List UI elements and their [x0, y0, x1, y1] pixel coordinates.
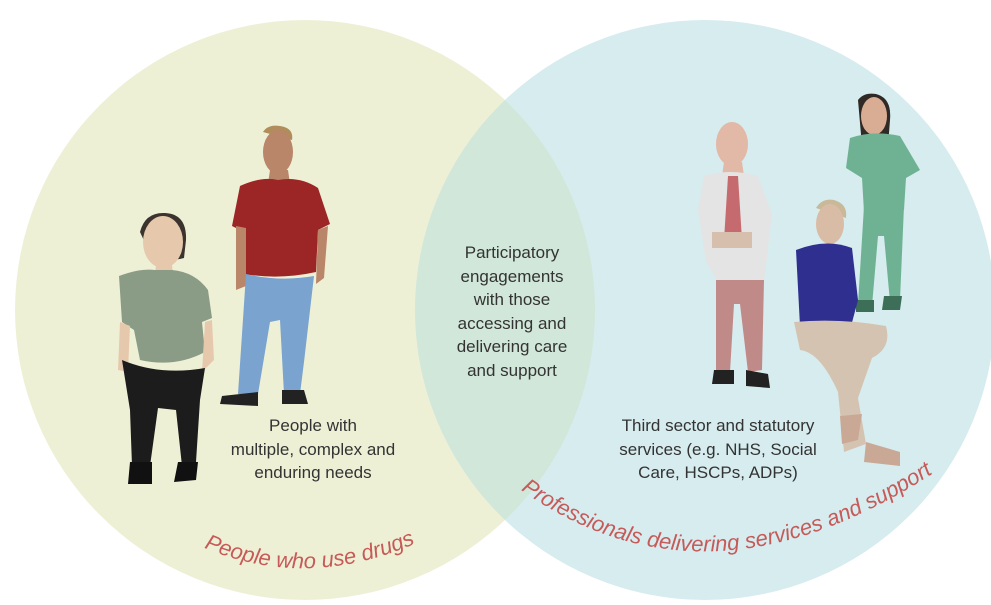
overlap-description: Participatory engagements with those acc… [432, 241, 592, 382]
right-description-line: Third sector and statutory [621, 416, 815, 435]
seated-woman-figure [118, 212, 214, 484]
doctor-figure [698, 122, 772, 388]
overlap-line: engagements [460, 266, 564, 286]
left-description-line: enduring needs [254, 463, 372, 482]
right-description-line: services (e.g. NHS, Social [619, 439, 817, 459]
left-description-line: multiple, complex and [230, 439, 396, 459]
overlap-line: and support [467, 360, 557, 380]
overlap-line: with those [473, 290, 551, 309]
seated-man-blue-figure [794, 199, 900, 466]
overlap-line: Participatory [464, 243, 560, 262]
left-description-line: People with [269, 416, 357, 435]
nurse-scrubs-figure [846, 93, 920, 312]
left-set-description: People with multiple, complex and enduri… [198, 414, 428, 485]
standing-man-red-shirt-figure [220, 125, 330, 406]
right-set-description: Third sector and statutory services (e.g… [598, 414, 838, 485]
overlap-line: delivering care [456, 337, 568, 356]
right-description-line: Care, HSCPs, ADPs) [638, 463, 798, 482]
overlap-line: accessing and [457, 313, 567, 333]
